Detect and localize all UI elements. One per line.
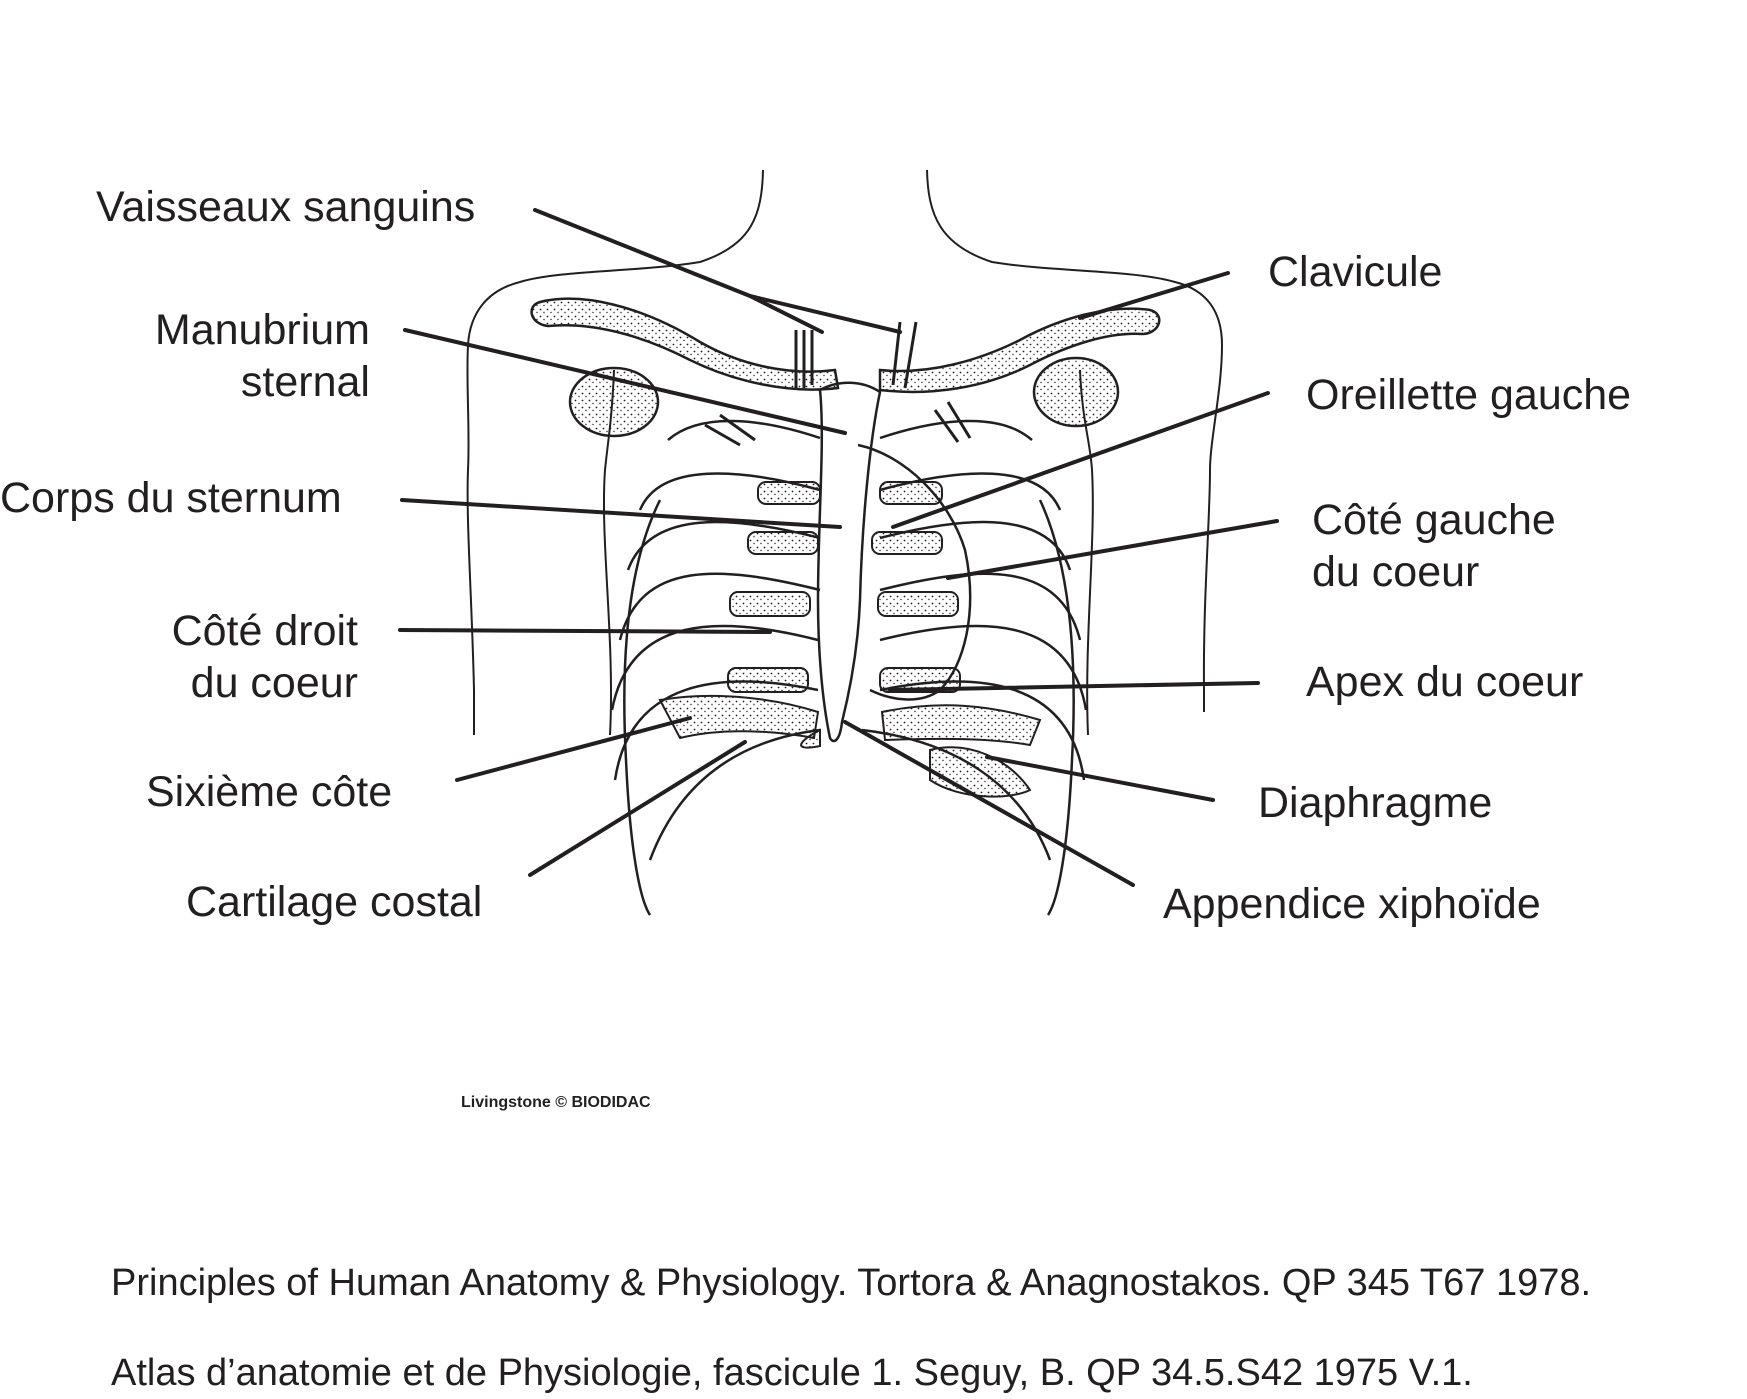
leader-cartilage xyxy=(528,740,747,877)
label-sixieme-cote: Sixième côte xyxy=(146,768,393,816)
label-corps-du-sternum: Corps du sternum xyxy=(0,474,342,522)
label-cote-gauche-line1: Côté gauche xyxy=(1312,496,1556,544)
body-outline xyxy=(466,169,1224,736)
label-cote-gauche-du-coeur: Côté gauche du coeur xyxy=(1312,494,1556,598)
sternum xyxy=(816,381,882,743)
leader-diaphragme xyxy=(985,755,1215,802)
label-cote-droit-line2: du coeur xyxy=(190,659,358,707)
label-cartilage-costal: Cartilage costal xyxy=(186,878,483,926)
leader-manubrium xyxy=(403,328,847,435)
reference-1: Principles of Human Anatomy & Physiology… xyxy=(111,1262,1592,1304)
vessels xyxy=(704,321,972,447)
label-cote-droit-du-coeur: Côté droit du coeur xyxy=(120,605,358,709)
heart-outline xyxy=(857,443,972,701)
leader-appendice xyxy=(843,720,1135,887)
leader-cote-gauche xyxy=(946,519,1279,580)
reference-2: Atlas d’anatomie et de Physiologie, fasc… xyxy=(111,1352,1473,1394)
rib-cage xyxy=(610,419,1088,916)
label-cote-gauche-line2: du coeur xyxy=(1312,548,1480,596)
label-oreillette-gauche: Oreillette gauche xyxy=(1306,371,1632,419)
leader-apex xyxy=(888,681,1260,692)
label-manubrium-line2: sternal xyxy=(240,358,370,406)
leader-corps xyxy=(400,498,842,529)
label-appendice-xiphoide: Appendice xiphoïde xyxy=(1163,880,1541,928)
leader-clavicule xyxy=(1078,271,1230,320)
leader-sixieme xyxy=(455,716,692,782)
diaphragm xyxy=(929,746,1032,798)
credit-line: Livingstone © BIODIDAC xyxy=(461,1094,651,1111)
leader-lines xyxy=(398,208,1279,887)
label-cote-droit-line1: Côté droit xyxy=(171,607,358,655)
leader-oreillette xyxy=(891,391,1270,529)
costal-cartilage xyxy=(658,481,1042,749)
clavicles xyxy=(530,297,1161,438)
leader-vaisseaux xyxy=(533,208,902,334)
label-clavicule: Clavicule xyxy=(1268,248,1443,296)
label-diaphragme: Diaphragme xyxy=(1258,779,1493,827)
leader-cote-droit xyxy=(398,628,772,634)
label-vaisseaux-sanguins: Vaisseaux sanguins xyxy=(96,183,476,231)
label-manubrium-line1: Manubrium xyxy=(154,306,370,354)
label-apex-du-coeur: Apex du coeur xyxy=(1306,658,1584,706)
label-manubrium-sternal: Manubrium sternal xyxy=(120,304,370,408)
